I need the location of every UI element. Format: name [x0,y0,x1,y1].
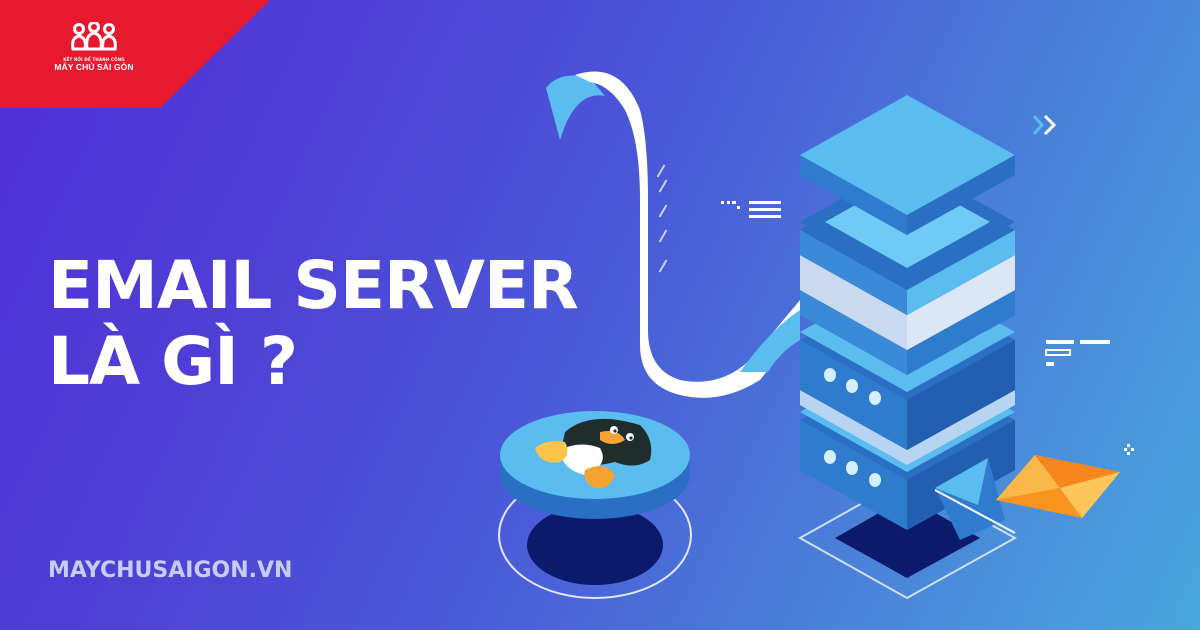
list-icon [1045,340,1110,366]
brand-name: MÁY CHỦ SÀI GÒN [54,62,134,72]
sparkle-icon [1124,444,1134,455]
brand-tagline: KẾT NỐI ĐỂ THÀNH CÔNG [63,57,125,62]
page-title: EMAIL SERVER LÀ GÌ ? [48,247,579,400]
website-link[interactable]: MAYCHUSAIGON.VN [48,558,293,583]
linux-penguin-icon [498,411,692,599]
brand-logo: KẾT NỐI ĐỂ THÀNH CÔNG MÁY CHỦ SÀI GÒN [44,22,144,72]
envelope-icon [934,458,1016,540]
double-chevron-icon [1032,114,1057,136]
envelope-icon [996,455,1120,518]
brand-corner [0,0,270,108]
logo-icon [71,22,117,51]
paper-scroll-icon [546,71,800,398]
title-line-1: EMAIL SERVER [48,247,579,324]
title-line-2: LÀ GÌ ? [48,323,298,400]
list-icon [721,201,781,218]
